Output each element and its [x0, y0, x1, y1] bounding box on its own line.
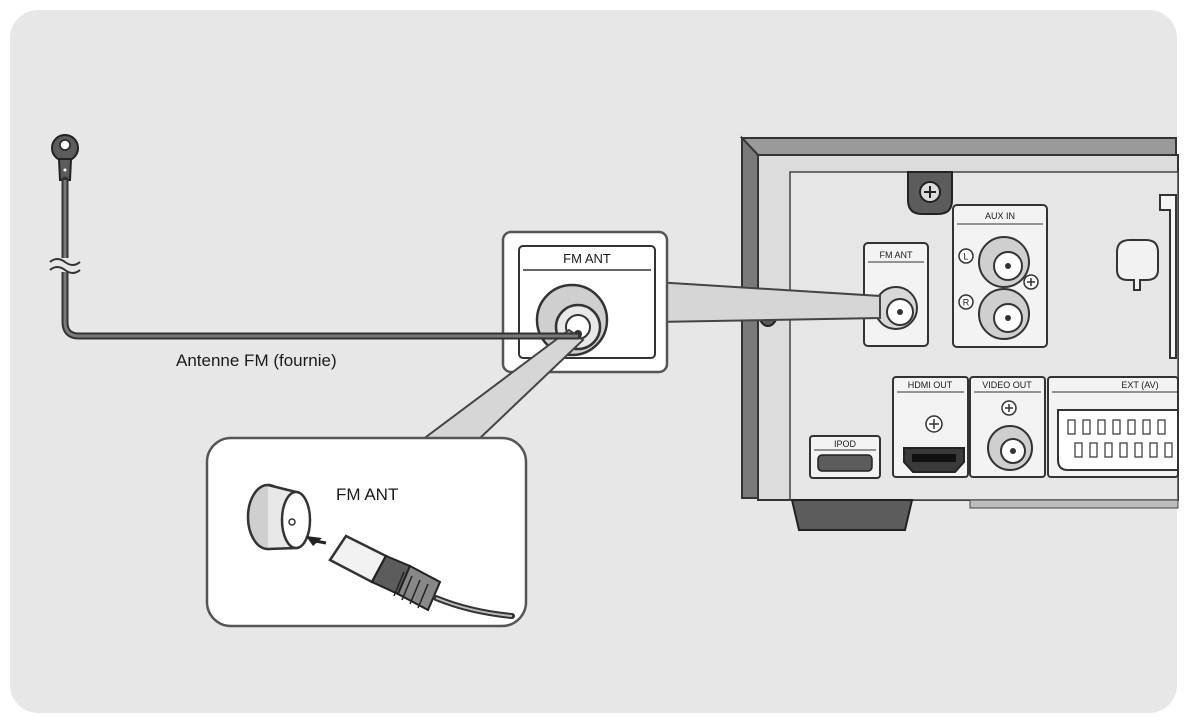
device-rear-panel: FM ANT AUX IN L R: [739, 135, 1179, 531]
top-screw-icon: [907, 171, 953, 215]
aux-left-label: L: [963, 252, 968, 262]
inset-panel: FM ANT: [205, 436, 528, 628]
fm-antenna-icon: [51, 134, 79, 181]
aux-right-label: R: [963, 298, 970, 308]
device-ext-av-label: EXT (AV): [1121, 380, 1158, 390]
device-fm-ant-label: FM ANT: [880, 250, 914, 260]
scart-port[interactable]: [1057, 409, 1179, 471]
inset-label: FM ANT: [336, 485, 398, 504]
zoom-box: FM ANT: [501, 230, 669, 374]
video-out-jack[interactable]: [987, 425, 1033, 471]
aux-in-right-jack[interactable]: [978, 288, 1030, 340]
video-screw-icon: [1001, 400, 1017, 416]
device-ipod-label: IPOD: [834, 439, 857, 449]
device-fm-ant-socket[interactable]: [874, 286, 918, 330]
device-aux-in-label: AUX IN: [985, 211, 1015, 221]
device-hdmi-out-label: HDMI OUT: [908, 380, 953, 390]
hdmi-screw-icon: [925, 415, 943, 433]
zoom-box-label: FM ANT: [563, 251, 611, 266]
antenna-caption: Antenne FM (fournie): [176, 351, 337, 370]
aux-screw-icon: [1023, 274, 1039, 290]
ipod-port[interactable]: [817, 454, 873, 472]
cable-break-mark: [49, 258, 81, 274]
cable-clip-icon: [1116, 239, 1159, 291]
inset-socket-icon: [246, 483, 312, 551]
device-video-out-label: VIDEO OUT: [982, 380, 1032, 390]
antenna-plug-icon: [328, 534, 442, 612]
aux-in-left-jack[interactable]: [978, 236, 1030, 288]
